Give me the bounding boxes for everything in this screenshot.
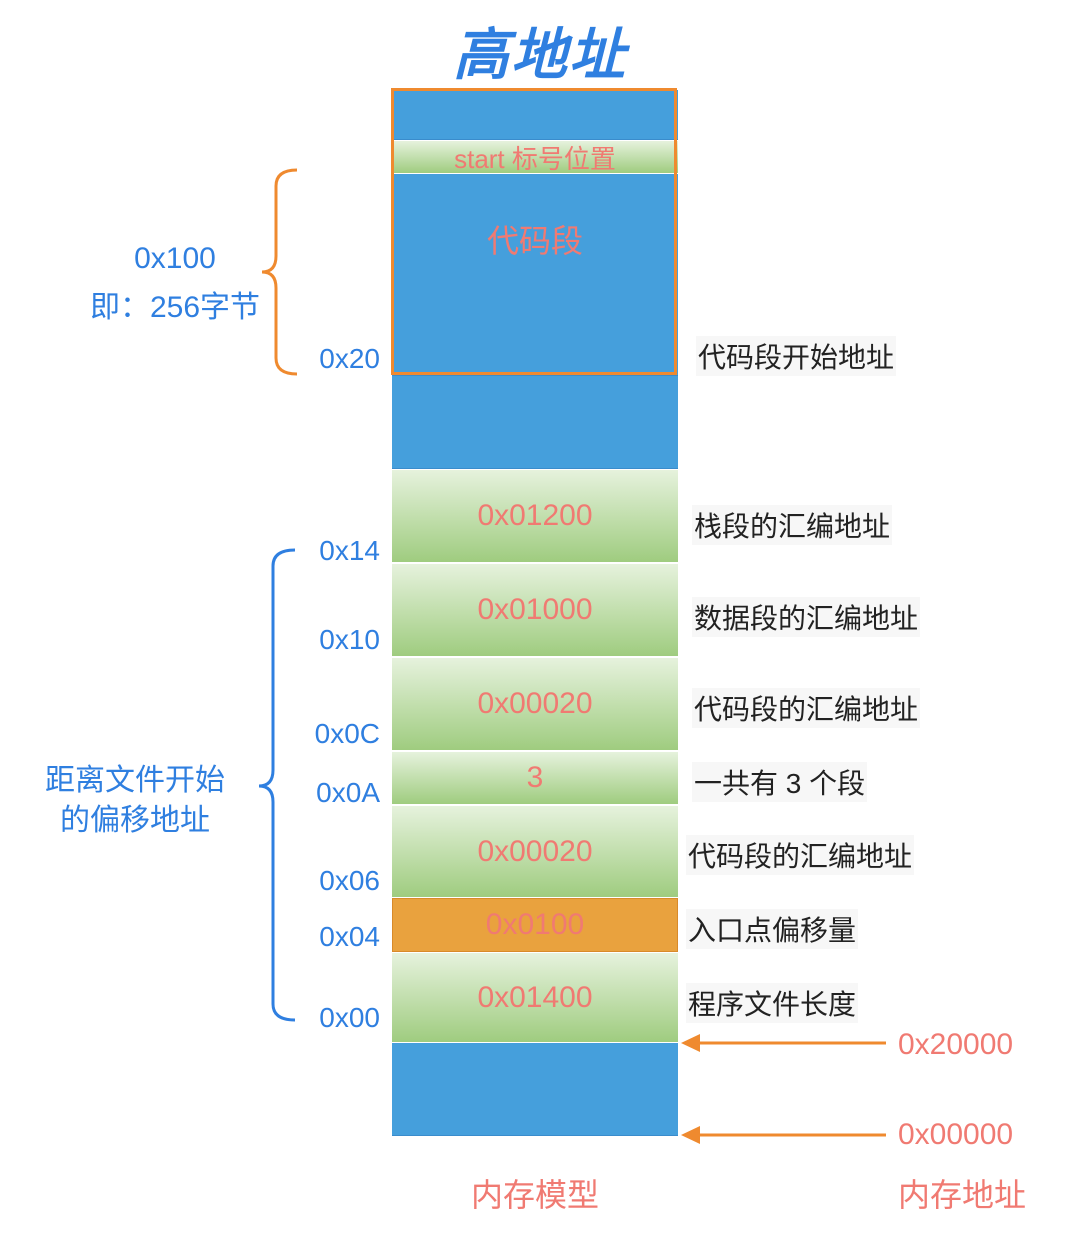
code-addr-block-1: 0x00020 <box>392 657 678 751</box>
program-header-outline <box>391 88 677 375</box>
start-label-block: start 标号位置 <box>392 140 678 174</box>
data-addr-block: 0x01000 <box>392 563 678 657</box>
offset-note-line2: 的偏移地址 <box>60 804 210 837</box>
desc-code-start: 代码段开始地址 <box>696 336 897 376</box>
prog-length-block: 0x01400 <box>392 952 678 1043</box>
memory-block-gap <box>392 376 678 469</box>
desc-segment-count: 一共有 3 个段 <box>692 762 868 802</box>
offset-brace <box>258 548 296 1022</box>
address-0x00000: 0x00000 <box>898 1118 1014 1151</box>
memory-block-top <box>392 90 678 140</box>
size-note-hex: 0x100 <box>134 242 216 275</box>
desc-code-addr-2: 代码段的汇编地址 <box>686 835 915 875</box>
offset-0x06: 0x06 <box>319 865 380 896</box>
desc-entry-offset: 入口点偏移量 <box>686 909 859 949</box>
offset-0x04: 0x04 <box>319 921 380 952</box>
desc-stack-addr: 栈段的汇编地址 <box>692 505 893 545</box>
size-note-bytes: 即：256字节 <box>89 291 261 324</box>
stack-addr-block: 0x01200 <box>392 469 678 563</box>
offset-0x10: 0x10 <box>319 624 380 655</box>
page-title: 高地址 <box>453 23 627 86</box>
address-arrow-0x20000 <box>681 1034 886 1052</box>
offset-0x20: 0x20 <box>319 343 380 374</box>
address-0x20000: 0x20000 <box>898 1028 1014 1061</box>
desc-prog-length: 程序文件长度 <box>686 983 859 1023</box>
memory-block-bottom <box>392 1043 678 1136</box>
offset-note-line1: 距离文件开始 <box>45 764 225 797</box>
caption-memory-address: 内存地址 <box>898 1177 1027 1213</box>
entry-offset-block: 0x0100 <box>392 898 678 952</box>
caption-memory-model: 内存模型 <box>470 1177 599 1213</box>
offset-0x0a: 0x0A <box>316 777 380 808</box>
desc-code-addr-1: 代码段的汇编地址 <box>692 688 921 728</box>
offset-0x00: 0x00 <box>319 1002 380 1033</box>
desc-data-addr: 数据段的汇编地址 <box>692 597 921 637</box>
offset-0x0c: 0x0C <box>314 718 380 749</box>
code-segment-block: 代码段 <box>392 174 678 376</box>
code-addr-block-2: 0x00020 <box>392 805 678 898</box>
segment-count-block: 3 <box>392 751 678 805</box>
header-brace <box>261 168 298 376</box>
address-arrow-0x00000 <box>681 1126 886 1144</box>
offset-0x14: 0x14 <box>319 535 380 566</box>
